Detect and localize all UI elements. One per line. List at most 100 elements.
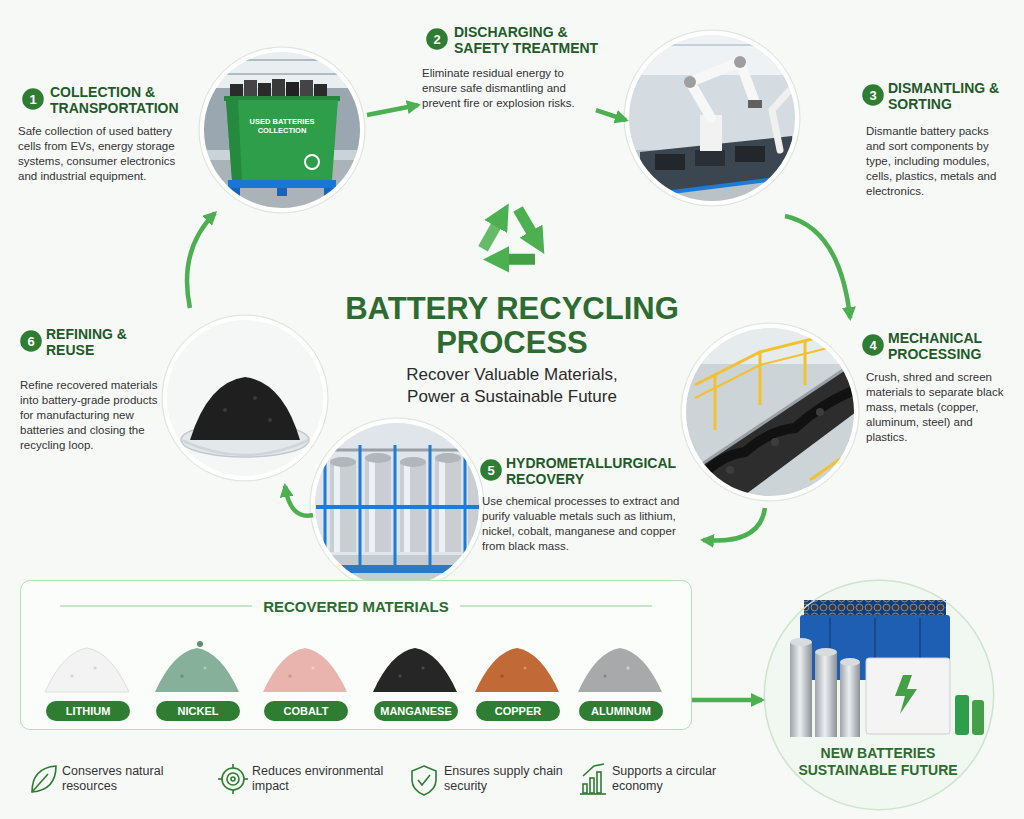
shredding-photo: [804, 340, 807, 385]
shredding-photo: [810, 445, 860, 480]
callout-number: 5: [480, 459, 502, 481]
hydrometallurgy-photo: [330, 457, 356, 467]
dismantling-photo: [625, 44, 800, 46]
dismantling-photo: [684, 76, 696, 88]
materials-panel: RECOVERED MATERIALS LITHIUM NICKEL COBALT MA…: [20, 580, 692, 730]
material-name: MANGANESE: [374, 701, 458, 721]
collection-photo: [228, 180, 336, 188]
battery-illustration: [895, 675, 917, 714]
step-description: Eliminate residual energy to ensure safe…: [422, 66, 594, 111]
collection-photo: [305, 155, 319, 169]
dismantling-photo: [625, 30, 800, 210]
photo-ring: [627, 33, 797, 203]
photo-ring: [199, 47, 365, 213]
step-number: 2: [426, 28, 448, 50]
recycle-symbol: [475, 209, 535, 274]
photo-ring: [684, 326, 856, 498]
powder-photo: [181, 440, 309, 455]
benefit-icons: [412, 766, 436, 795]
benefit-icons: [590, 778, 594, 793]
battery-illustration: [972, 700, 984, 735]
benefit-icons: [32, 766, 56, 792]
material-name: NICKEL: [156, 701, 240, 721]
outcome-heading: NEW BATTERIES SUSTAINABLE FUTURE: [793, 745, 963, 779]
material-piles: [578, 648, 662, 692]
benefit-icons: [231, 777, 235, 781]
bin-label: USED BATTERIES COLLECTION: [247, 117, 317, 135]
hydrometallurgy-photo: [359, 445, 362, 570]
step-heading: REFINING & REUSE: [46, 326, 161, 358]
step-number-outline: [862, 334, 884, 356]
collection-photo: [200, 48, 365, 215]
material-name: ALUMINUM: [579, 701, 663, 721]
photo-ring: [313, 421, 481, 589]
shredding-photo: [682, 324, 872, 512]
step-number-outline: [426, 28, 448, 50]
benefit-icons: [583, 764, 604, 776]
benefit-icons: [418, 775, 430, 785]
powder-photo: [163, 316, 327, 480]
material-tag: COPPER: [476, 701, 560, 721]
photo-ring: [162, 315, 328, 481]
material-piles: [203, 666, 206, 669]
shredding-photo: [690, 360, 872, 512]
process-step: HYDROMETALLURGICAL RECOVERYUse chemical …: [313, 424, 703, 592]
dismantling-photo: [655, 154, 685, 170]
step-heading: DISCHARGING & SAFETY TREATMENT: [454, 24, 604, 56]
material-piles: [155, 648, 239, 692]
benefit-text: Reduces environmental impact: [252, 764, 402, 794]
process-step: REFINING & REUSERefine recovered materia…: [14, 308, 327, 486]
outcome-circle: NEW BATTERIES SUSTAINABLE FUTURE: [762, 578, 996, 812]
recycle-symbol: [518, 209, 535, 238]
materials-panel-fill: [20, 580, 692, 730]
powder-photo: [268, 418, 272, 422]
dismantling-photo: [690, 62, 754, 118]
callout-number: 6: [20, 330, 42, 352]
material-piles: [373, 648, 457, 692]
battery-illustration: [790, 642, 812, 737]
powder-photo: [253, 396, 257, 400]
process-step: DISCHARGING & SAFETY TREATMENTEliminate …: [418, 18, 596, 136]
shredding-photo: [682, 324, 858, 364]
material-tag: NICKEL: [156, 701, 240, 721]
material-piles: [398, 674, 401, 677]
recycle-symbol: [475, 220, 509, 249]
material-piles: [421, 666, 424, 669]
panel-heading: RECOVERED MATERIALS: [21, 598, 691, 615]
material-tag: ALUMINUM: [579, 701, 663, 721]
step-description: Safe collection of used battery cells fr…: [18, 124, 196, 184]
material-tag: MANGANESE: [374, 701, 458, 721]
battery-illustration: [866, 658, 950, 734]
step-number-outline: [862, 84, 884, 106]
flow-arrow: [187, 213, 215, 308]
material-piles: [475, 648, 559, 692]
materials-panel-fill: [60, 605, 252, 607]
collection-photo: [200, 59, 365, 61]
material-piles: [500, 674, 503, 677]
shredding-photo: [700, 392, 850, 478]
battery-illustration: [815, 652, 837, 737]
materials-panel-fill: [20, 580, 692, 730]
benefit-icons: [244, 778, 248, 780]
hydrometallurgy-photo: [400, 457, 426, 467]
material-piles: [180, 674, 183, 677]
benefit-icons: [597, 772, 601, 793]
battery-illustration: [840, 658, 860, 666]
step-number-outline: [22, 88, 44, 110]
process-step: DISMANTLING & SORTINGDismantle battery p…: [626, 28, 1012, 216]
dismantling-photo: [735, 146, 765, 162]
material-name: LITHIUM: [46, 701, 130, 721]
photo-ring: [310, 418, 484, 592]
diagram-title: BATTERY RECYCLING PROCESS: [312, 292, 712, 360]
battery-illustration: [955, 695, 969, 735]
material-name: COBALT: [264, 701, 348, 721]
powder-photo: [190, 377, 300, 440]
step-heading: DISMANTLING & SORTING: [888, 80, 1012, 112]
benefit-icons: [218, 778, 222, 780]
benefit-icons: [32, 774, 48, 792]
hydrometallurgy-photo: [394, 445, 397, 570]
shredding-photo: [726, 466, 734, 474]
benefit-icons: [583, 784, 587, 793]
dismantling-photo: [772, 90, 790, 150]
material-piles: [603, 674, 606, 677]
